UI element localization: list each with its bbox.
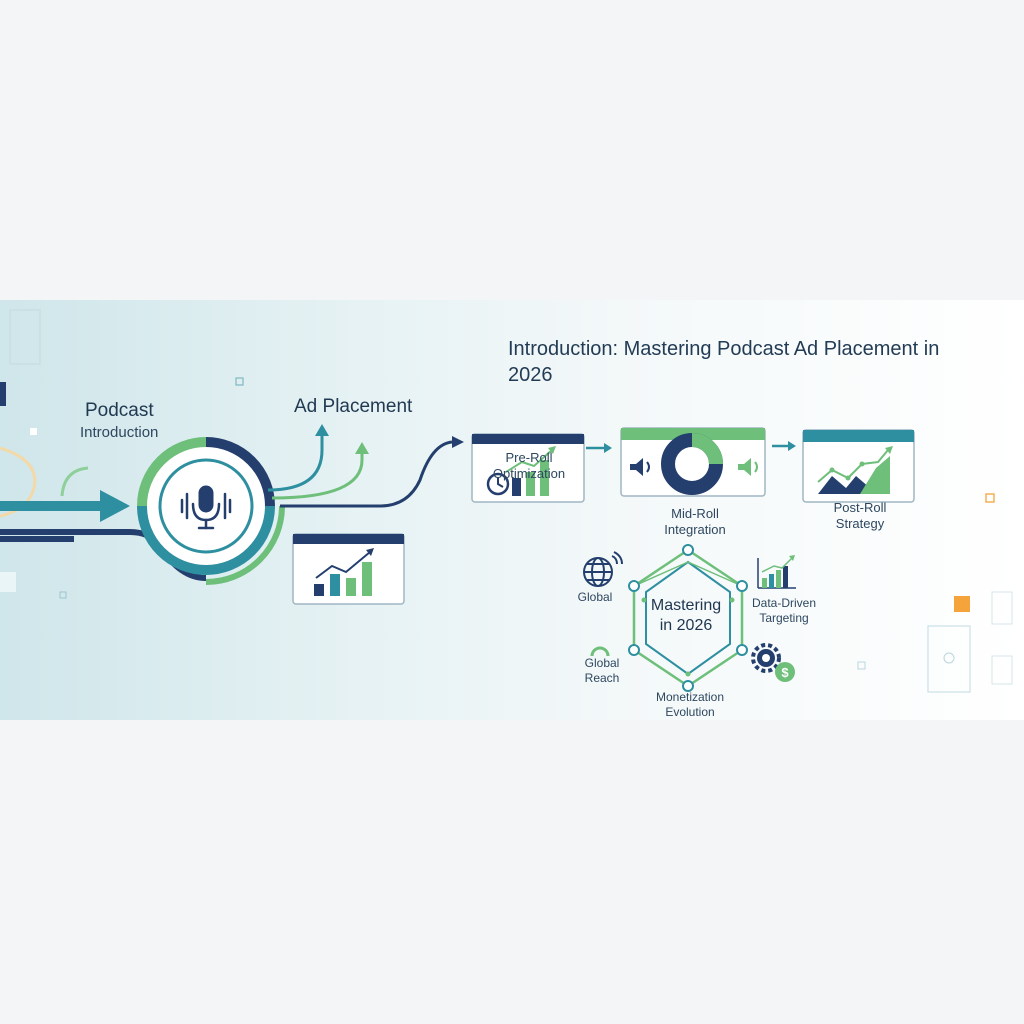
branch-arrow-teal — [267, 432, 324, 492]
branch-arrow-navy — [280, 440, 453, 508]
stage-arrowhead — [604, 443, 612, 453]
hub-node-line: Monetization — [655, 690, 725, 704]
hub-node-global-reach: Global Reach — [572, 656, 632, 686]
mic-ring-teal — [205, 505, 275, 575]
clock-bar-chart-icon — [486, 446, 556, 496]
globe-icon — [583, 551, 623, 587]
hub-center-text: Mastering in 2026 — [640, 596, 732, 636]
signal-arc-icon — [590, 646, 610, 657]
hub-node-line: Reach — [584, 671, 620, 685]
post-roll-caption: Post-Roll Strategy — [808, 500, 912, 532]
flow-diagram: $ — [0, 309, 1013, 693]
navy-flow-bar — [0, 536, 74, 542]
hub-node-data-driven: Data-Driven Targeting — [742, 596, 826, 626]
decor-square — [30, 428, 37, 435]
ad-placement-label: Ad Placement — [294, 396, 413, 417]
hub-line: in 2026 — [659, 617, 713, 634]
introduction-label: Introduction — [80, 424, 159, 441]
decor-square — [857, 661, 866, 670]
hub-node-line: Targeting — [759, 611, 809, 625]
decor-frame — [9, 309, 41, 365]
svg-text:$: $ — [781, 665, 789, 680]
podcast-label: Podcast — [85, 400, 154, 421]
mid-roll-card — [620, 427, 766, 497]
bar-chart-icon — [757, 555, 796, 589]
infographic-band: $ Introduction: Mastering Podcast Ad Pla… — [0, 300, 1024, 720]
decor-square — [235, 377, 244, 386]
page-title: Introduction: Mastering Podcast Ad Place… — [508, 338, 940, 386]
main-arrow-shaft — [0, 501, 106, 511]
caption-line: Optimization — [492, 466, 566, 481]
decor-square — [59, 591, 67, 599]
decor-frame — [927, 625, 971, 693]
caption-line: Post-Roll — [833, 500, 887, 515]
decor-circle — [943, 652, 955, 664]
hub-node-line: Evolution — [665, 705, 715, 719]
hub-line: Mastering — [650, 597, 722, 614]
hub-hexagon — [628, 544, 748, 692]
caption-line: Strategy — [835, 516, 885, 531]
branch-arrow-green — [271, 450, 364, 500]
pre-roll-card — [471, 433, 585, 503]
mid-roll-caption: Mid-Roll Integration — [640, 506, 750, 538]
decor-frame — [991, 591, 1013, 625]
stage-arrowhead — [788, 441, 796, 451]
mic-outer-arc — [205, 505, 285, 585]
decor-square — [0, 572, 16, 592]
gear-dollar-icon: $ — [751, 643, 795, 682]
hub-node-line: Data-Driven — [751, 596, 817, 610]
caption-line: Pre-Roll — [505, 450, 553, 465]
decor-bar — [0, 382, 6, 406]
branch-arrowhead — [315, 424, 329, 436]
caption-line: Integration — [664, 522, 726, 537]
post-roll-card — [802, 429, 915, 503]
donut-speaker-icon — [630, 433, 758, 495]
caption-line: Mid-Roll — [671, 506, 719, 521]
decor-square — [985, 493, 995, 503]
main-arrow-head — [100, 490, 130, 522]
mic-ring-teal2 — [137, 505, 207, 575]
decor-frame — [991, 655, 1013, 685]
branch-arrowhead — [355, 442, 369, 454]
hub-node-global: Global — [562, 590, 628, 605]
growth-chart-card — [292, 533, 405, 605]
decor-arc — [60, 466, 89, 497]
mic-ring-green — [137, 437, 207, 507]
mountain-trend-icon — [817, 446, 893, 494]
hub-node-line: Global — [584, 656, 620, 670]
microphone-icon — [180, 485, 232, 530]
decor-square-orange — [954, 596, 970, 612]
hub-node-monetization: Monetization Evolution — [640, 690, 740, 720]
branch-arrowhead — [452, 436, 464, 448]
hub-node-line: Global — [577, 590, 613, 604]
pre-roll-caption: Pre-Roll Optimization — [476, 450, 582, 482]
mic-ring-navy — [205, 437, 275, 507]
